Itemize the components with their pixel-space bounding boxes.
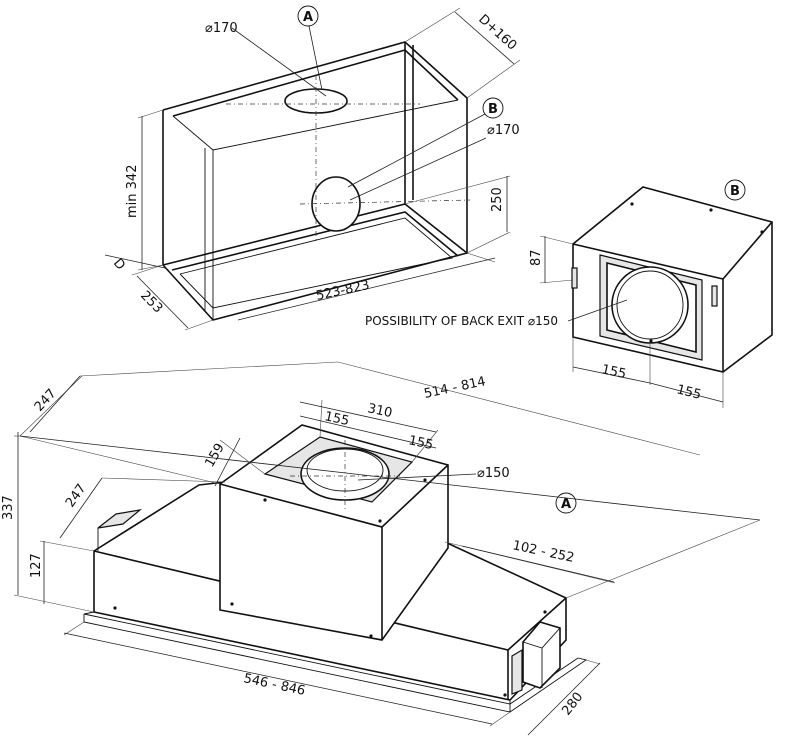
b-back-exit-view: B 87 POSSIBILITY OF BACK EXIT ⌀150 155 1…: [365, 179, 773, 408]
callout-b-side: B: [730, 184, 740, 199]
label-546-846: 546 - 846: [242, 671, 306, 699]
hood-unit-view: A 247 514 - 814 337 247 127 159 310: [1, 361, 761, 736]
label-d-plus-160: D+160: [475, 12, 519, 54]
label-247-top: 247: [32, 386, 60, 414]
label-155-right: 155: [675, 382, 703, 403]
label-247-mid: 247: [63, 481, 90, 510]
label-280: 280: [559, 690, 586, 719]
label-337: 337: [1, 495, 16, 520]
label-back-exit: POSSIBILITY OF BACK EXIT ⌀150: [365, 314, 558, 328]
label-diam-170-b: ⌀170: [487, 123, 520, 138]
label-diam-150: ⌀150: [477, 466, 510, 481]
label-155-b: 155: [407, 433, 434, 453]
label-310: 310: [366, 401, 393, 421]
label-min-342: min 342: [125, 165, 140, 218]
label-250: 250: [490, 187, 505, 212]
label-diam-170-a: ⌀170: [205, 21, 238, 36]
top-installation-view: A ⌀170 B ⌀170 D+160 min 342 250 D 253: [104, 5, 521, 331]
label-87: 87: [529, 249, 544, 266]
label-159: 159: [202, 441, 227, 470]
label-253: 253: [137, 288, 165, 316]
label-155-a: 155: [323, 409, 350, 429]
label-155-left: 155: [600, 362, 627, 382]
label-d: D: [110, 256, 128, 273]
callout-a-bottom: A: [561, 497, 571, 512]
label-127: 127: [29, 553, 44, 578]
label-102-252: 102 - 252: [511, 538, 575, 566]
label-523-823: 523-823: [315, 278, 371, 304]
callout-b-top: B: [488, 102, 498, 117]
callout-a-top: A: [303, 10, 313, 25]
